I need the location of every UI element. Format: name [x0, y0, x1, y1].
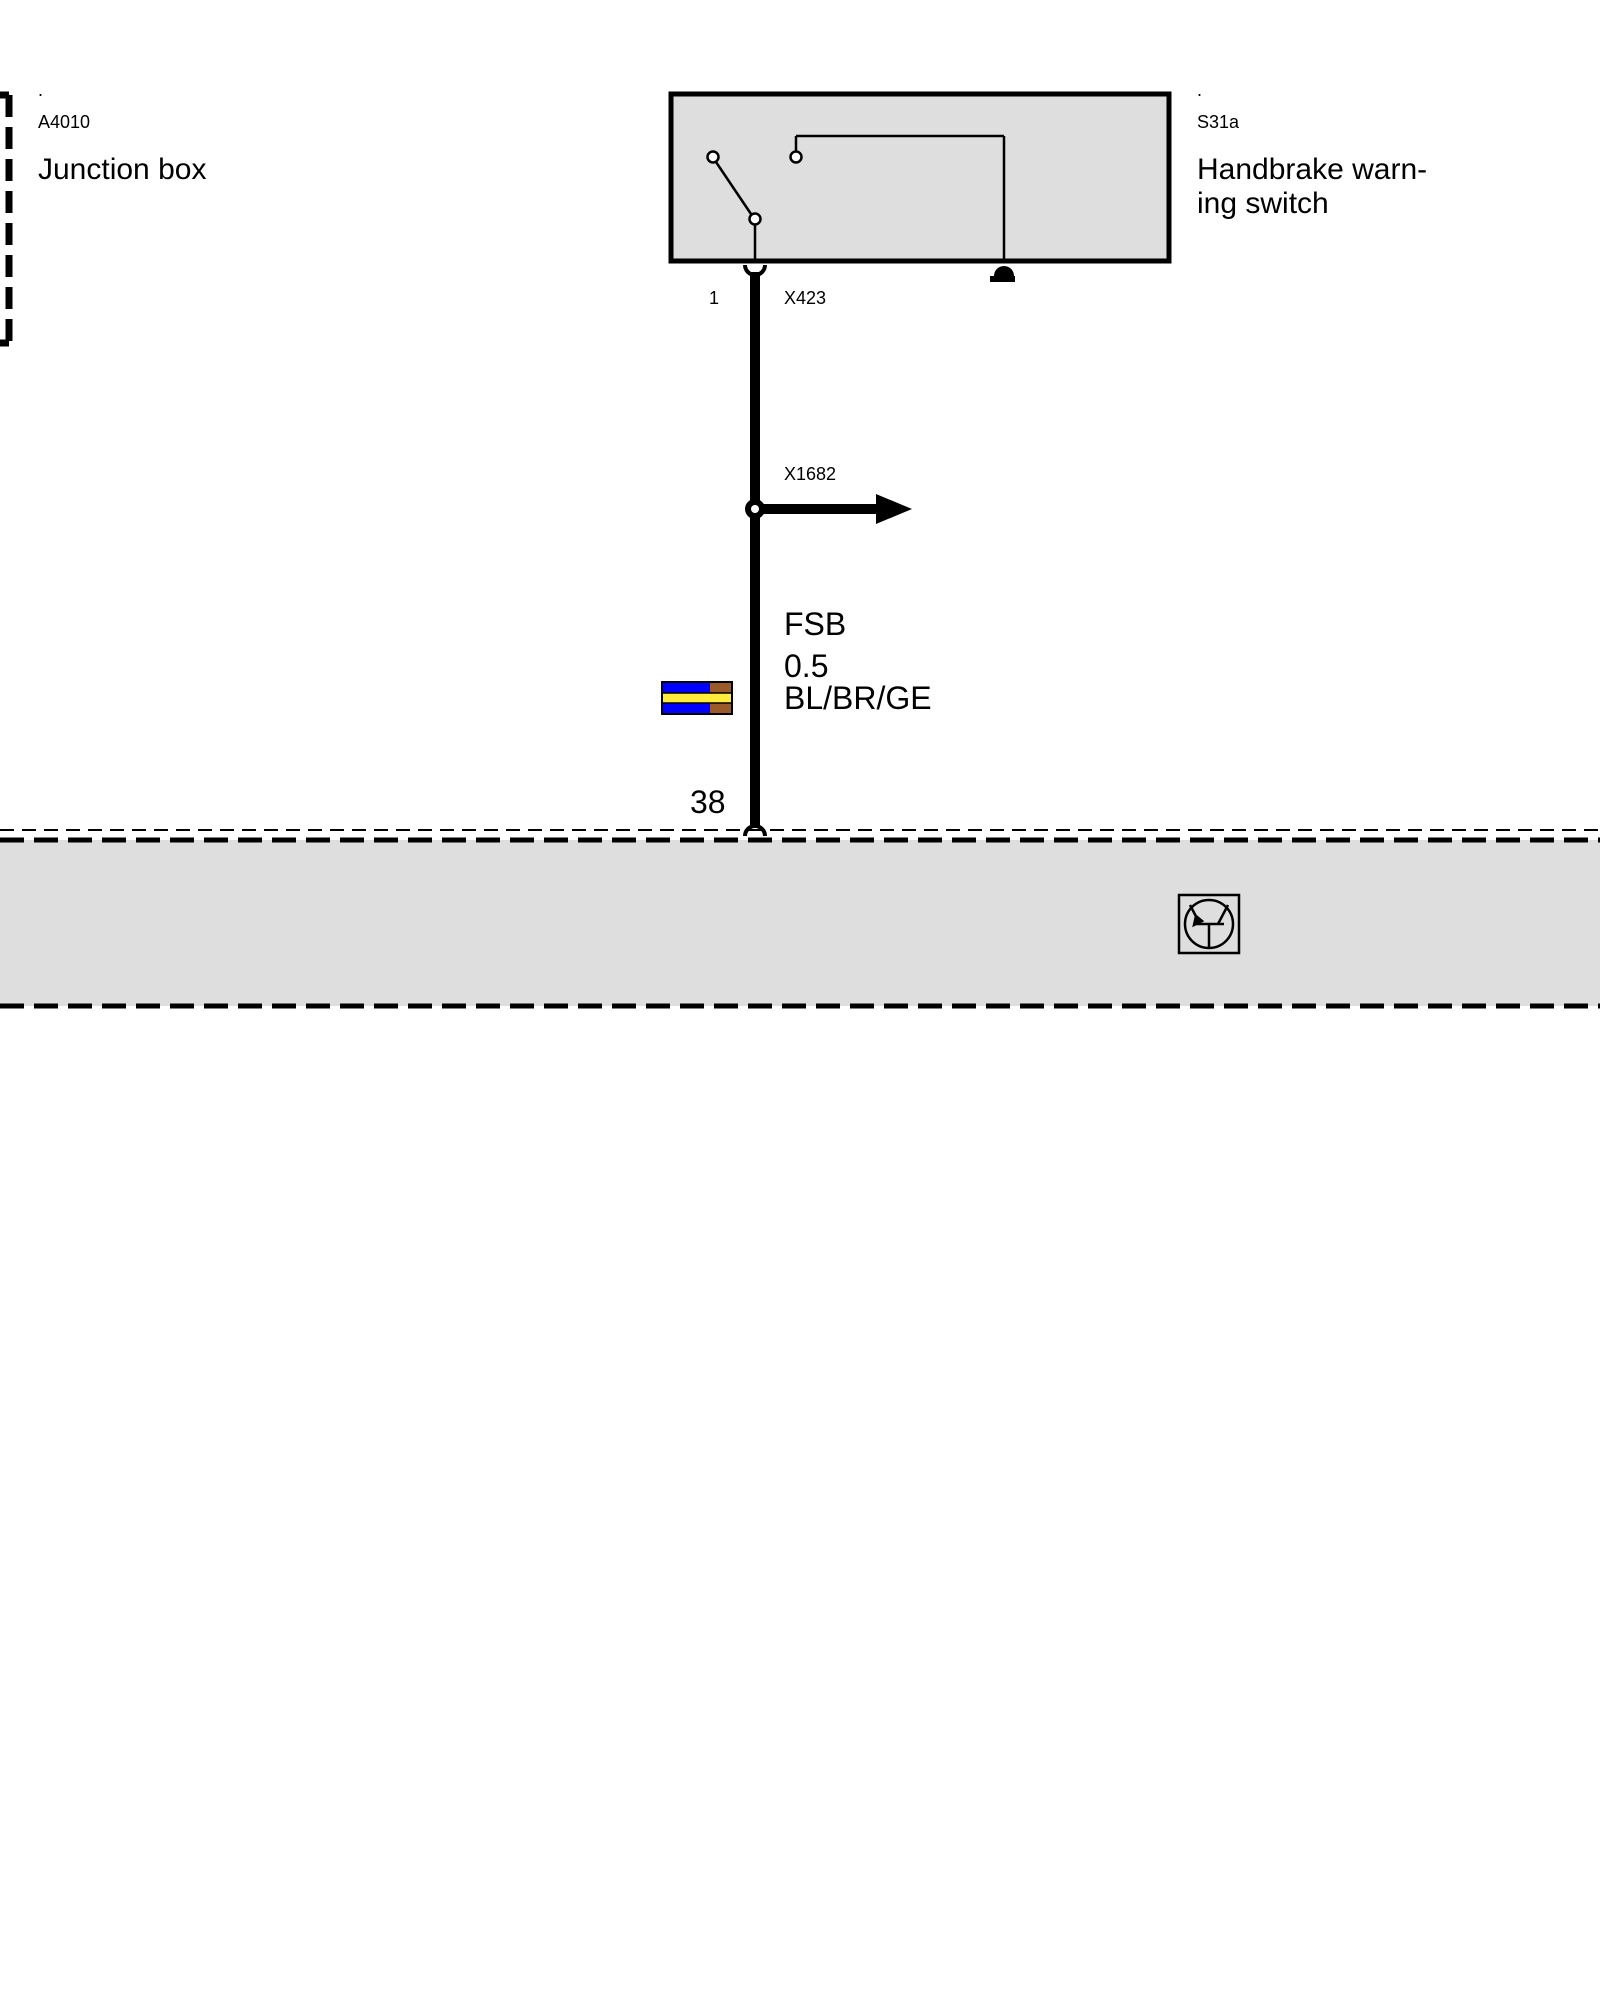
connector-x423-label: X423: [784, 288, 827, 308]
junction-box-name: Junction box: [38, 153, 207, 186]
ground-icon: [990, 266, 1015, 282]
junction-box-code: A4010: [38, 112, 91, 132]
handbrake-switch-code: S31a: [1197, 112, 1240, 132]
wire-color-code: BL/BR/GE: [784, 680, 932, 716]
junction-box-outline: [0, 91, 13, 347]
connector-pin-top: 1: [709, 288, 720, 308]
wire-system-label: FSB: [784, 606, 847, 642]
splice-x1682: [745, 494, 912, 524]
handbrake-switch-dot: .: [1197, 80, 1203, 100]
junction-box-dot: .: [38, 80, 44, 100]
handbrake-switch-name-line2: ing switch: [1197, 187, 1329, 220]
wire-cross-section: 0.5: [784, 648, 829, 684]
connector-bottom-hook: [743, 824, 767, 837]
control-unit-band: [0, 829, 1600, 1009]
handbrake-switch-name-line1: Handbrake warn-: [1197, 153, 1428, 186]
splice-x1682-label: X1682: [784, 464, 837, 484]
handbrake-switch-box: [668, 91, 1172, 264]
transistor-icon: [1177, 893, 1241, 955]
connector-pin-bottom: 38: [690, 784, 726, 820]
wire-color-swatch: [661, 681, 733, 715]
handbrake-switch-icon: [706, 134, 1006, 263]
